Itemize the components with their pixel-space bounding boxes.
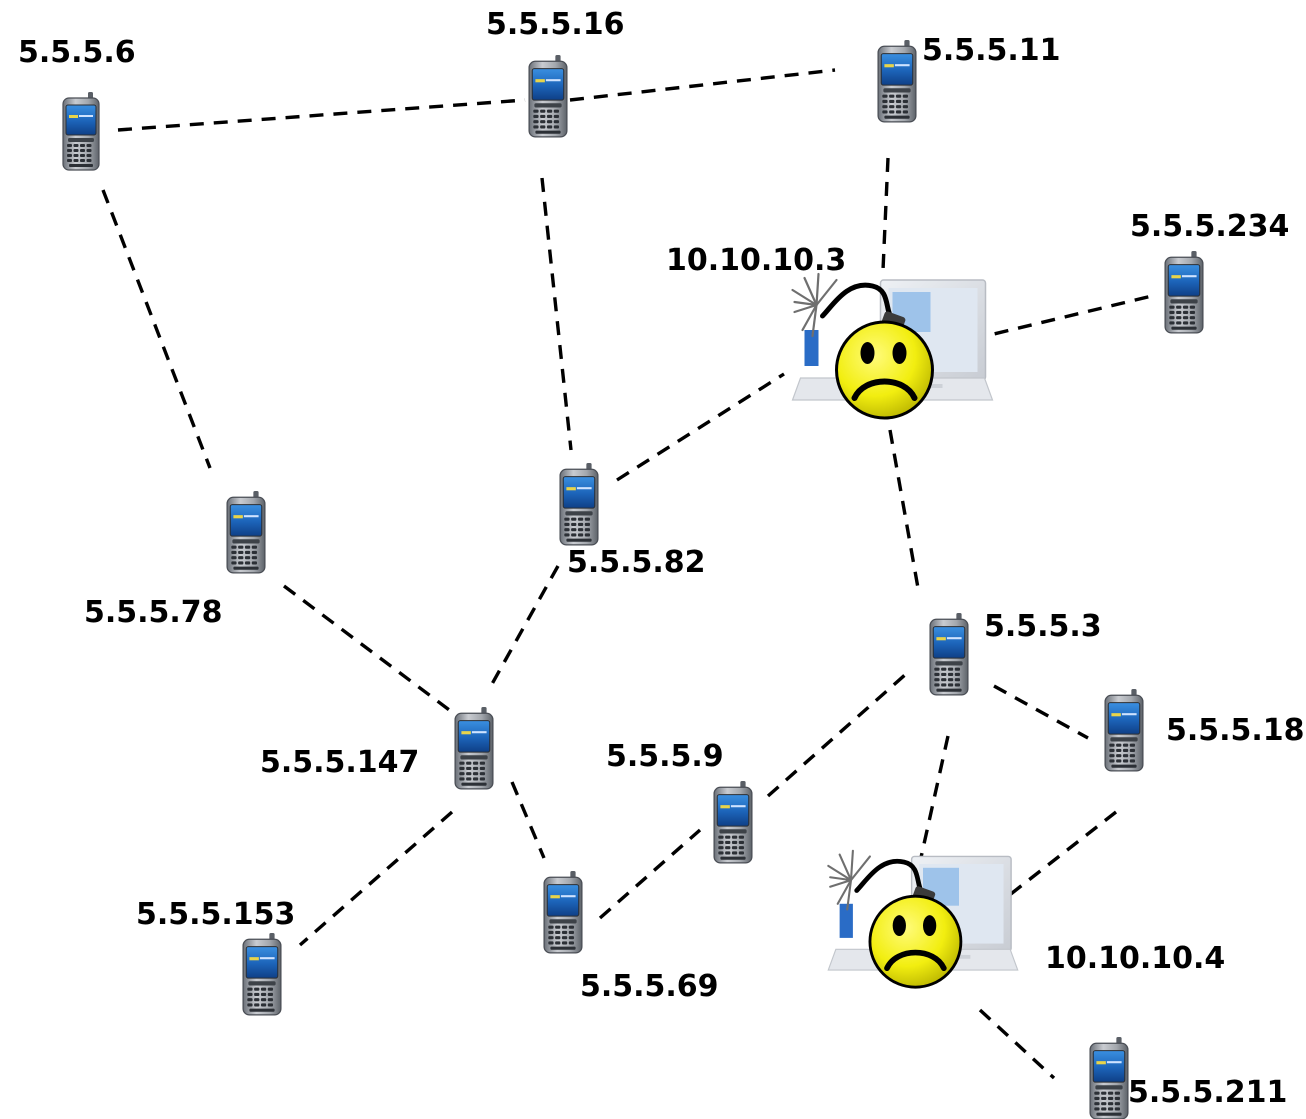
mobile-phone-icon [242, 932, 282, 1016]
node-label: 10.10.10.3 [666, 243, 847, 278]
mobile-phone-icon [713, 780, 753, 864]
link-n82-n147 [490, 565, 560, 685]
node-label: 5.5.5.211 [1128, 1075, 1288, 1110]
mobile-phone-icon [543, 870, 583, 954]
link-n16-n11 [569, 68, 836, 102]
link-n69-n9 [598, 828, 702, 920]
link-n78-n147 [282, 584, 454, 714]
mobile-phone-icon [877, 40, 917, 123]
laptop-bomb-icon [828, 851, 1017, 987]
node-label: 5.5.5.82 [567, 545, 706, 580]
laptop-bomb-icon [793, 274, 993, 418]
mobile-phone-icon [62, 92, 100, 171]
node-label: 5.5.5.78 [84, 595, 223, 630]
link-n9-n3 [766, 672, 908, 798]
network-links [101, 68, 1153, 1080]
node-label: 10.10.10.4 [1045, 941, 1226, 976]
mobile-phone-icon [454, 706, 494, 790]
link-n3-n18 [993, 684, 1089, 740]
node-label: 5.5.5.153 [136, 897, 296, 932]
node-label: 5.5.5.18 [1166, 713, 1305, 748]
link-n147-n153 [298, 810, 454, 947]
mobile-phone-icon [929, 612, 969, 696]
mobile-phone-icon [1104, 688, 1144, 772]
node-label: 5.5.5.234 [1130, 209, 1290, 244]
link-n6-n16 [117, 98, 526, 132]
link-n16-n82 [540, 177, 573, 451]
mobile-phone-icon [528, 54, 568, 138]
node-label: 5.5.5.6 [18, 35, 136, 70]
link-a3-n3 [888, 429, 920, 589]
mobile-phone-icon [559, 462, 599, 546]
link-a4-n211 [978, 1008, 1056, 1080]
link-n18-a4 [978, 810, 1118, 920]
node-label: 5.5.5.16 [486, 7, 625, 42]
link-a3-n82 [616, 372, 785, 482]
node-label: 5.5.5.9 [606, 739, 724, 774]
node-label: 5.5.5.3 [984, 609, 1102, 644]
mobile-phone-icon [1089, 1036, 1129, 1119]
link-n6-n78 [101, 189, 212, 469]
node-label: 5.5.5.147 [260, 745, 420, 780]
link-n147-n69 [510, 781, 546, 859]
mobile-phone-icon [1164, 250, 1204, 334]
link-n11-a3 [881, 157, 890, 271]
node-label: 5.5.5.11 [922, 33, 1061, 68]
mobile-phone-icon [226, 490, 266, 574]
node-label: 5.5.5.69 [580, 969, 719, 1004]
